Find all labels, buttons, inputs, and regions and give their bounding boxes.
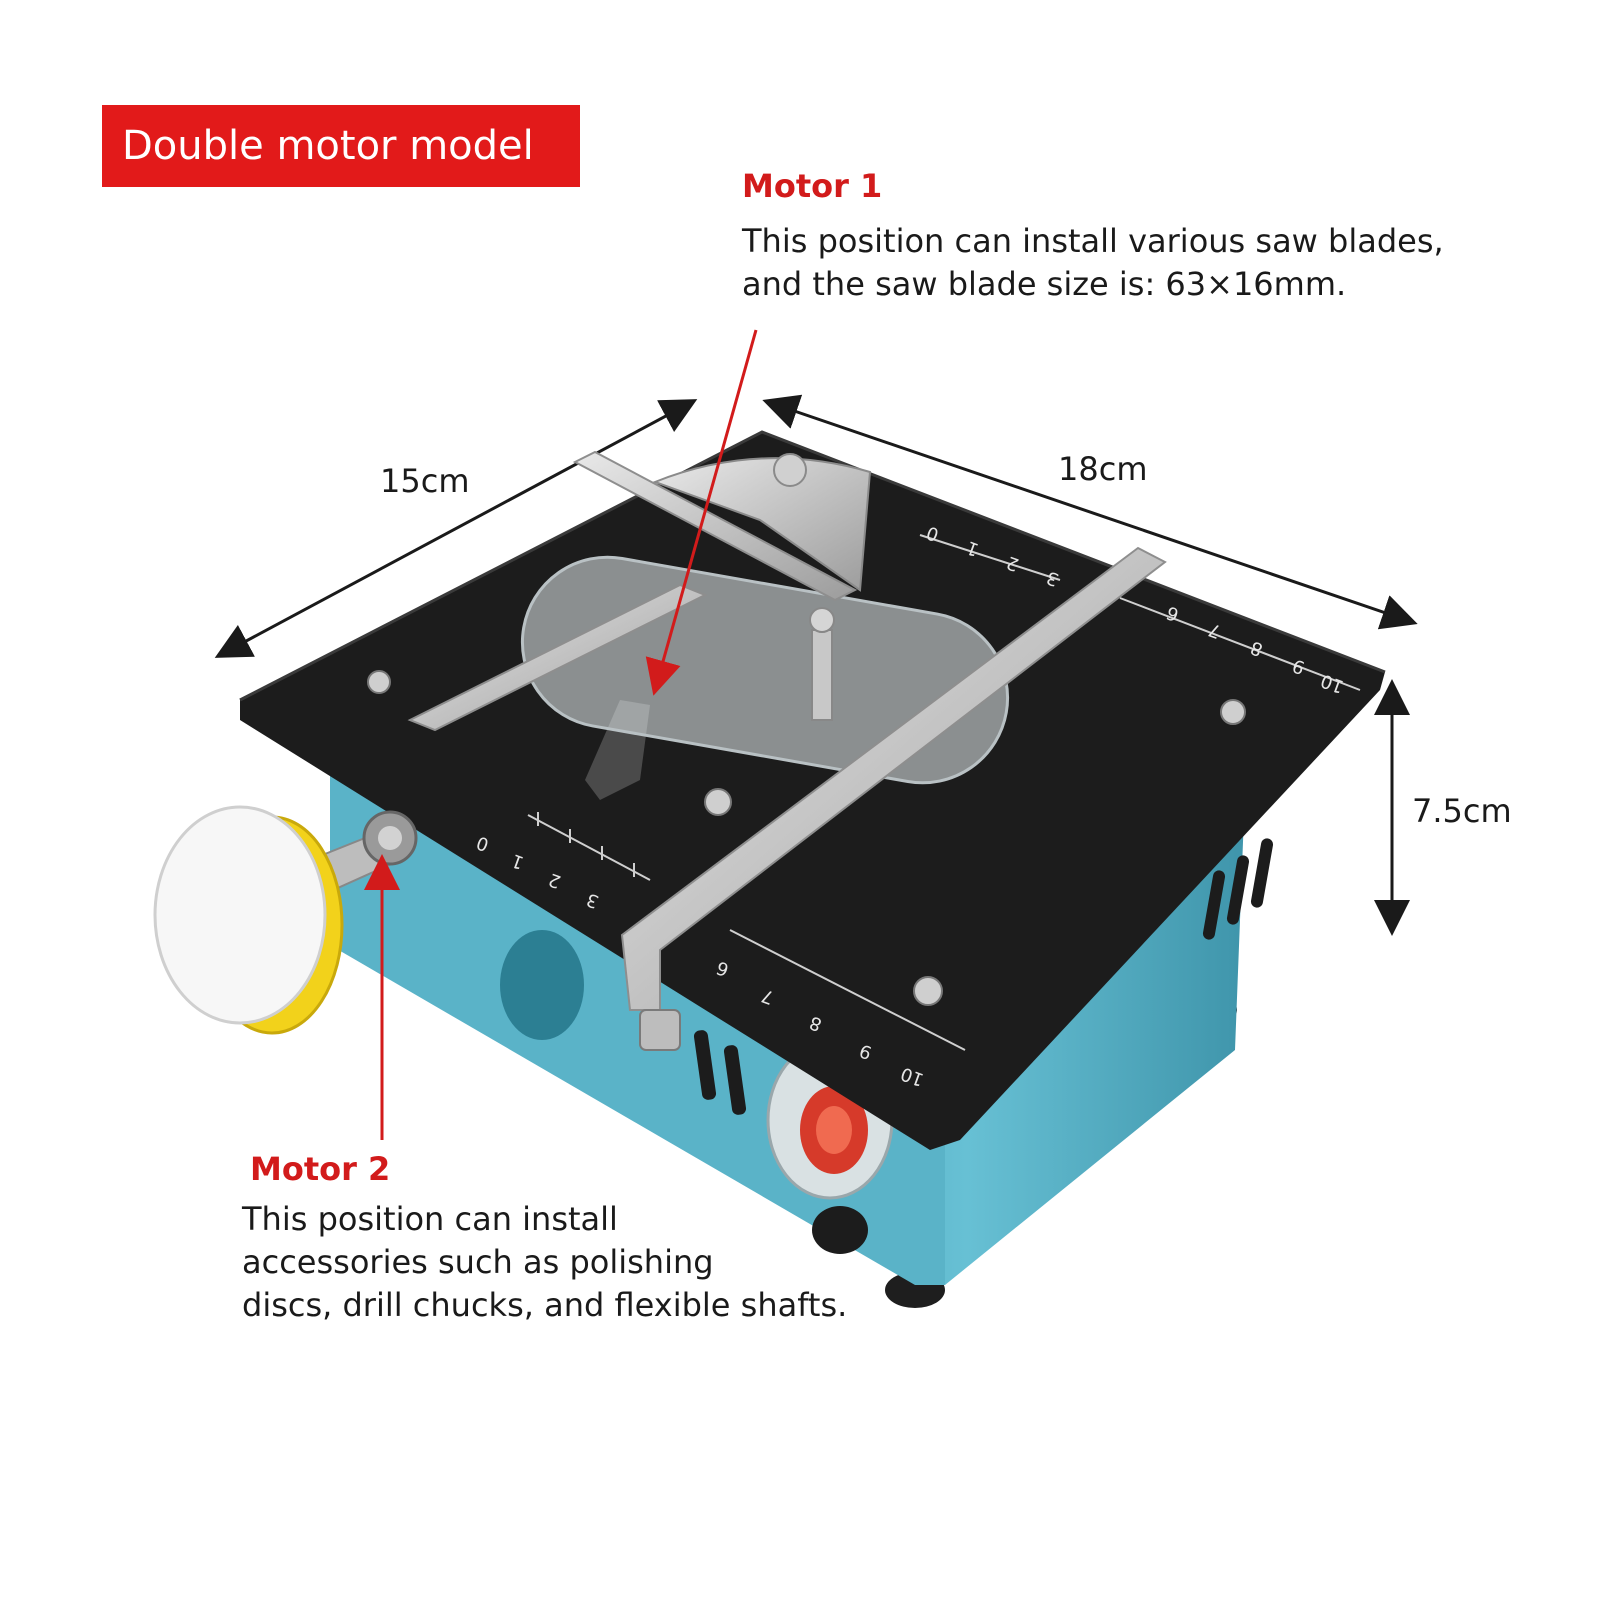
rip-fence (620, 546, 1167, 1011)
fence-knob (639, 1009, 681, 1051)
table-screws (367, 670, 1246, 1006)
dimension-width-arrow (762, 394, 1418, 630)
model-badge: Double motor model (102, 105, 580, 187)
ruler-back-fence (919, 534, 1061, 581)
motor2-line-2: accessories such as polishing (242, 1243, 714, 1281)
vents-front (693, 1030, 747, 1115)
table-top-highlight (239, 430, 1386, 702)
motor1-pointer (645, 329, 758, 696)
dimension-depth-arrow (214, 399, 698, 658)
motor2-line-1: This position can install (242, 1200, 618, 1238)
angle-wingnut (773, 453, 807, 487)
guard-knob (809, 607, 835, 721)
motor1-line-1: This position can install various saw bl… (742, 222, 1444, 260)
ruler-back-right (1119, 597, 1361, 691)
motor2-description: This position can install accessories su… (242, 1198, 847, 1327)
vents-right (1202, 838, 1274, 940)
motor1-description: This position can install various saw bl… (742, 220, 1444, 306)
ruler-front-right (729, 929, 966, 1051)
dimension-height-label: 7.5cm (1412, 792, 1512, 830)
motor2-line-3: discs, drill chucks, and flexible shafts… (242, 1286, 848, 1324)
body-port-hole (500, 930, 584, 1040)
polishing-pad (153, 805, 344, 1035)
motor1-line-2: and the saw blade size is: 63×16mm. (742, 265, 1347, 303)
motor1-title: Motor 1 (742, 167, 883, 205)
motor2-title: Motor 2 (250, 1150, 391, 1188)
ruler-front-fence (527, 812, 651, 881)
back-fence (572, 450, 858, 602)
rip-fence-left-rail (407, 583, 708, 732)
power-jack (812, 1206, 868, 1254)
